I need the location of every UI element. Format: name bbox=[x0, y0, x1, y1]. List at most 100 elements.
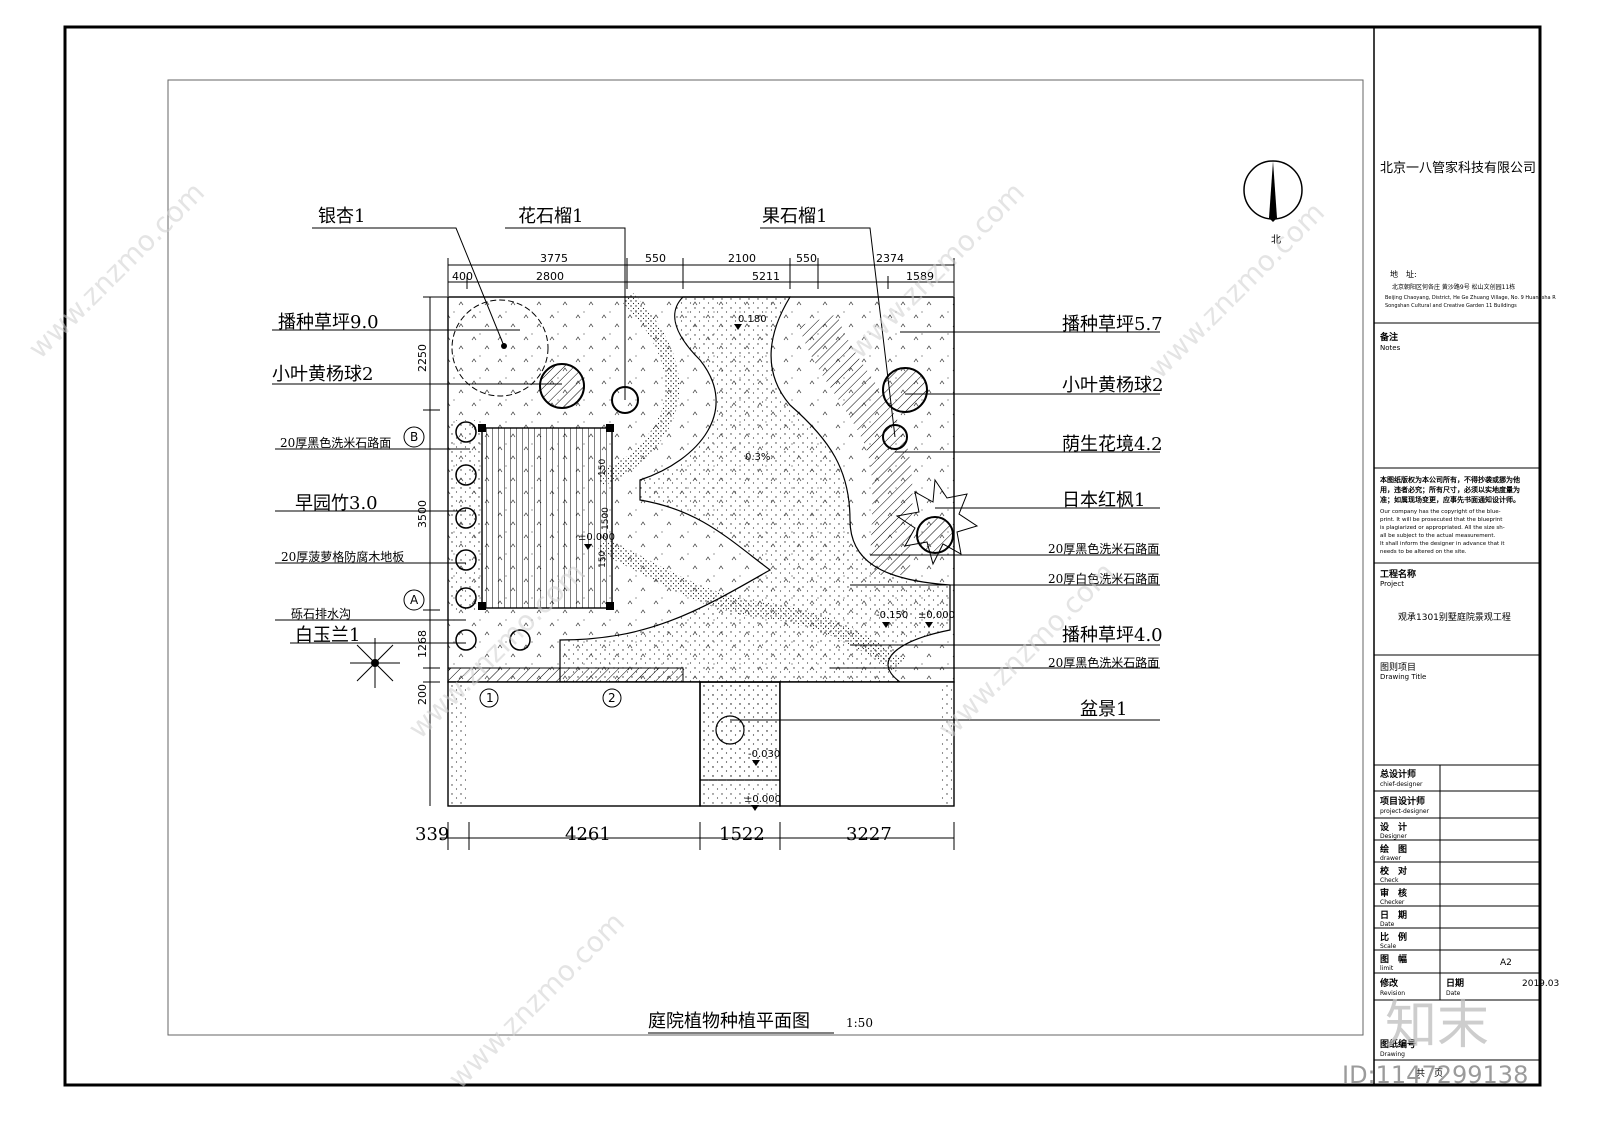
row-label-en: Checker bbox=[1380, 899, 1405, 906]
revision-label-en: Revision bbox=[1380, 990, 1405, 997]
row-label-en: Date bbox=[1380, 921, 1395, 928]
axis-marks: B A 1 2 bbox=[403, 426, 622, 708]
row-label: 日 期 bbox=[1380, 909, 1407, 921]
row-label: 项目设计师 bbox=[1380, 795, 1425, 807]
project-name: 观承1301别墅庭院景观工程 bbox=[1398, 611, 1511, 623]
copyright-text: print. It will be prosecuted that the bl… bbox=[1380, 517, 1503, 523]
deck-dim: 1500 bbox=[601, 507, 611, 530]
dim-bottom: 339 bbox=[415, 824, 449, 845]
row-label-en: limit bbox=[1380, 965, 1394, 972]
boxwood-ball bbox=[539, 363, 585, 409]
bonsai bbox=[715, 715, 745, 745]
row-label: 审 核 bbox=[1380, 887, 1407, 899]
label-lawn-57: 播种草坪5.7 bbox=[1062, 314, 1163, 335]
label-ginkgo: 银杏1 bbox=[318, 206, 365, 227]
copyright-text: 用，违者必究；所有尺寸，必须以实地度量为 bbox=[1380, 485, 1520, 494]
row-label-en: Scale bbox=[1380, 943, 1396, 950]
row-label-en: drawer bbox=[1380, 855, 1402, 862]
drawing-title-label: 图则项目 bbox=[1380, 661, 1416, 673]
watermark-brand: 知末 bbox=[1385, 996, 1489, 1056]
copyright-text: is plagiarized or appropriated. All the … bbox=[1380, 525, 1505, 531]
black-gravel-path bbox=[597, 537, 905, 672]
sheet-size-value: A2 bbox=[1500, 958, 1512, 968]
label-lawn-4: 播种草坪4.0 bbox=[1062, 625, 1163, 646]
row-label: 总设计师 bbox=[1380, 768, 1416, 780]
address-label: 地 址: bbox=[1390, 269, 1417, 279]
date-label: 日期 bbox=[1446, 977, 1464, 989]
label-deck: 20厚菠萝格防腐木地板 bbox=[281, 549, 404, 564]
elevation-mark: 0.3% bbox=[745, 452, 770, 463]
copyright-text: Our company has the copyright of the blu… bbox=[1380, 509, 1501, 515]
black-gravel-border bbox=[596, 292, 680, 487]
bamboo-row bbox=[455, 421, 531, 651]
magnolia-symbol bbox=[350, 638, 400, 688]
elevation-mark: ±0.000 bbox=[918, 610, 955, 621]
lower-right-area bbox=[779, 681, 955, 807]
dim-top: 3775 bbox=[540, 252, 568, 265]
elevation-mark: ±0.000 bbox=[578, 532, 615, 543]
notes-label-en: Notes bbox=[1380, 344, 1401, 352]
dim-top: 2100 bbox=[728, 252, 756, 265]
dim-top: 2374 bbox=[876, 252, 904, 265]
elevation-mark: 0.180 bbox=[738, 314, 767, 325]
dim-left: 1268 bbox=[416, 630, 429, 658]
label-bonsai: 盆景1 bbox=[1080, 699, 1127, 720]
label-magnolia: 白玉兰1 bbox=[295, 625, 360, 646]
dim-bottom: 4261 bbox=[565, 824, 611, 845]
watermark-text: www.znzmo.com bbox=[442, 906, 631, 1095]
dim-left: 3500 bbox=[416, 500, 429, 528]
deck-post bbox=[606, 424, 614, 432]
dim-top: 5211 bbox=[752, 270, 780, 283]
dim-top: 2800 bbox=[536, 270, 564, 283]
lower-left-edge bbox=[448, 682, 466, 806]
watermark-text: www.znzmo.com bbox=[1142, 196, 1331, 385]
elevation-mark: -0.030 bbox=[748, 749, 780, 760]
deck-post bbox=[606, 602, 614, 610]
copyright-text: It shall inform the designer in advance … bbox=[1380, 541, 1505, 547]
date-label-en: Date bbox=[1446, 990, 1461, 997]
gravel-drain bbox=[448, 420, 482, 610]
label-fruit-pomegranate: 果石榴1 bbox=[762, 206, 827, 227]
drawing-title: 庭院植物种植平面图 bbox=[648, 1011, 810, 1032]
entry-path bbox=[699, 681, 781, 807]
row-label-en: chief-designer bbox=[1380, 781, 1423, 788]
row-label: 校 对 bbox=[1380, 865, 1407, 877]
row-label: 设 计 bbox=[1380, 821, 1407, 833]
dim-top: 400 bbox=[452, 270, 473, 283]
outer-frame bbox=[63, 25, 1542, 1087]
watermark-id: ID:1147299138 bbox=[1342, 1061, 1528, 1089]
dimensions bbox=[423, 258, 955, 850]
shade-border-hatch bbox=[798, 313, 913, 576]
label-bamboo: 早园竹3.0 bbox=[295, 493, 378, 514]
elevation-mark: -0.150 bbox=[876, 610, 908, 621]
row-label-en: Designer bbox=[1380, 833, 1407, 840]
copyright-text: needs to be altered on the site. bbox=[1380, 549, 1467, 555]
dim-top: 550 bbox=[645, 252, 666, 265]
address-en-2: Songshan Cultural and Creative Garden 11… bbox=[1385, 303, 1517, 309]
notes-label: 备注 bbox=[1379, 331, 1398, 343]
drawing-title-label-en: Drawing Title bbox=[1380, 673, 1426, 681]
watermark-text: www.znzmo.com bbox=[22, 176, 211, 365]
title-block bbox=[1374, 322, 1540, 1061]
boxwood-ball bbox=[882, 367, 928, 413]
label-white-path: 20厚白色洗米石路面 bbox=[1048, 571, 1159, 586]
wood-deck bbox=[481, 427, 613, 609]
lower-right-edge bbox=[940, 682, 954, 806]
label-maple: 日本红枫1 bbox=[1062, 490, 1145, 511]
axis-label: A bbox=[410, 593, 419, 607]
leader-lines bbox=[272, 227, 1160, 721]
deck-dim: 150 bbox=[598, 459, 608, 476]
dim-bottom: 1522 bbox=[719, 824, 765, 845]
project-label-en: Project bbox=[1380, 580, 1404, 588]
row-label-en: project-designer bbox=[1380, 808, 1430, 815]
drawing-scale: 1:50 bbox=[846, 1016, 873, 1030]
date-value: 2019.03 bbox=[1522, 979, 1559, 989]
deck-post bbox=[478, 602, 486, 610]
dim-left: 200 bbox=[416, 684, 429, 705]
dim-left: 2250 bbox=[416, 344, 429, 372]
plants bbox=[350, 299, 979, 745]
axis-label: 1 bbox=[486, 691, 494, 705]
address-en-1: Beijing Chaoyang, District, He Ge Zhuang… bbox=[1385, 295, 1556, 301]
copyright-text: 本图纸版权为本公司所有，不得抄袭或挪为他 bbox=[1379, 475, 1520, 484]
